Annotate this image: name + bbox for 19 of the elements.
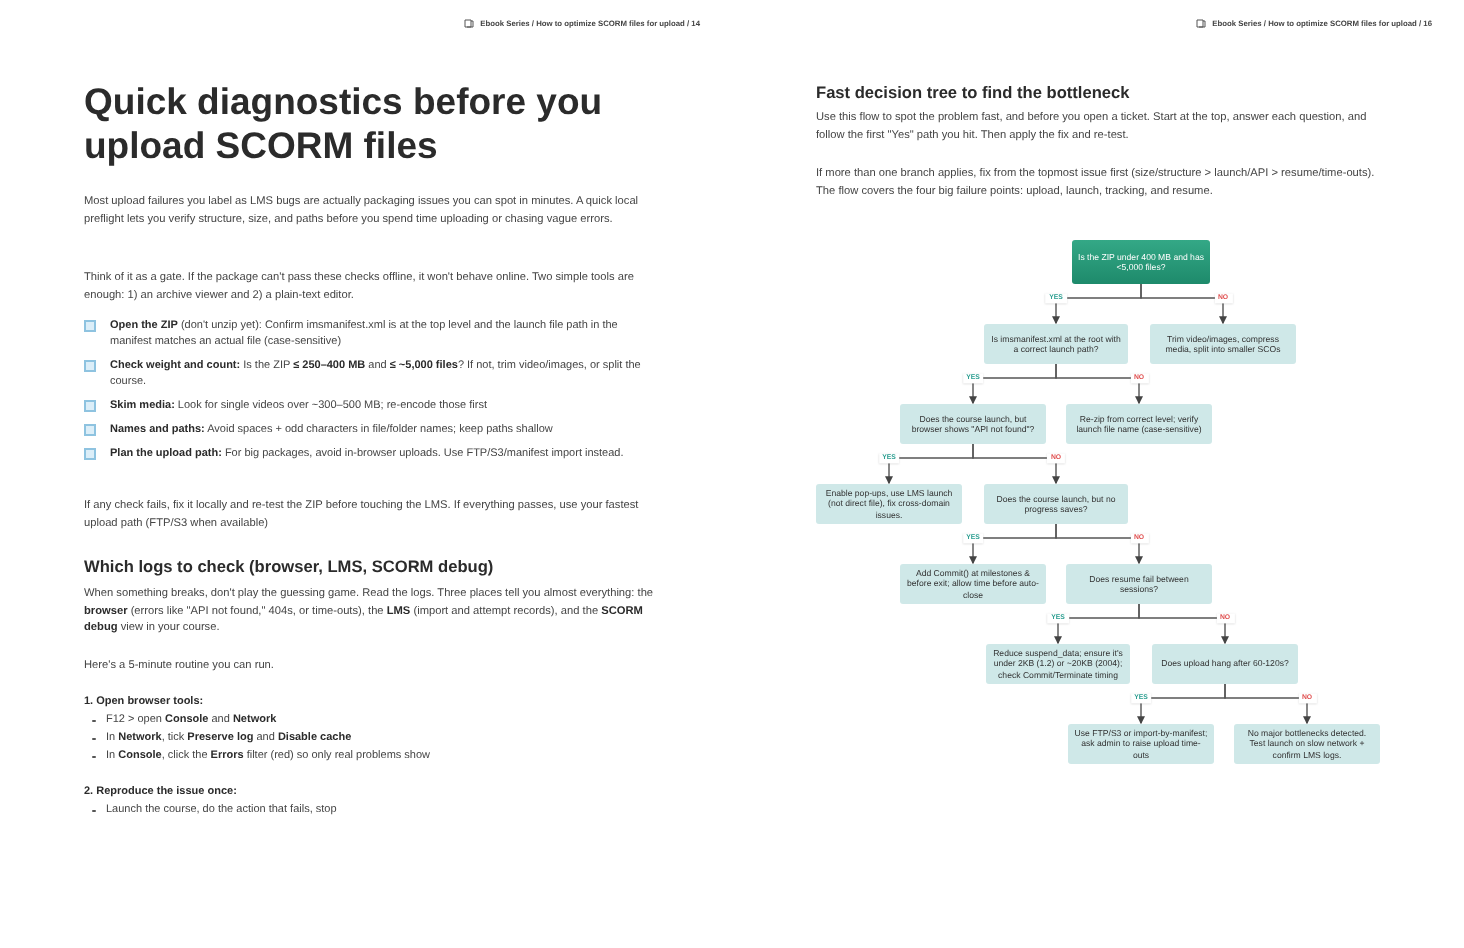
connector-arrow: [972, 443, 1060, 485]
connector-arrow: [1055, 363, 1143, 405]
connector-arrow: [1224, 683, 1311, 725]
decision-box: [1234, 724, 1380, 764]
decision-box: [1066, 564, 1212, 604]
section-heading: Fast decision tree to find the bottleneck: [816, 82, 1132, 102]
decision-box: [1066, 404, 1212, 444]
decision-box: [816, 484, 962, 524]
decision-box: [1150, 324, 1296, 364]
start-box: [1072, 240, 1210, 284]
decision-box: [984, 324, 1128, 364]
page-title: Quick diagnostics before you upload SCORM files: [84, 80, 605, 168]
connector-arrow: [1140, 283, 1227, 325]
section-heading: Which logs to check (browser, LMS, SCORM debug): [84, 556, 496, 576]
decision-box: [900, 404, 1046, 444]
connector-arrow: [1055, 523, 1143, 565]
decision-box: [984, 484, 1128, 524]
connector-arrow: [1138, 603, 1229, 645]
decision-box: [1152, 644, 1298, 684]
